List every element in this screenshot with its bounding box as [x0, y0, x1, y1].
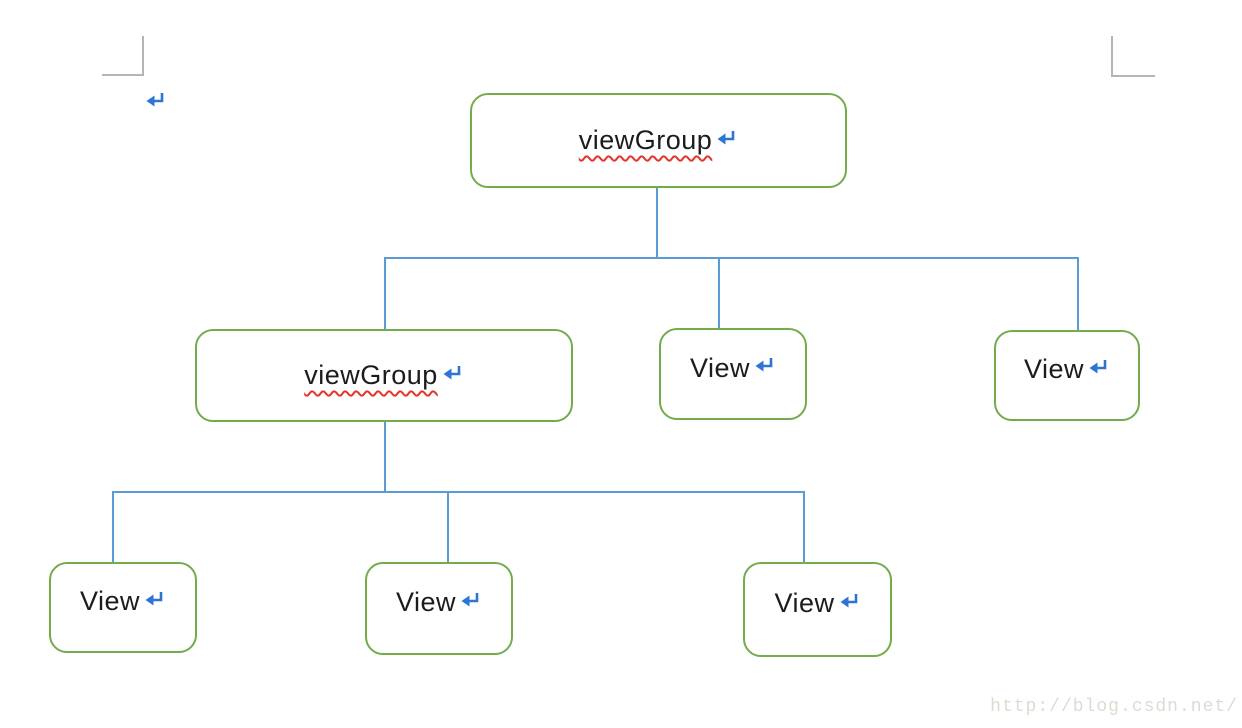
connector-root-stem — [656, 188, 658, 258]
return-arrow-icon — [442, 363, 464, 383]
diagram-node-viewgroup-root: viewGroup — [470, 93, 847, 188]
return-arrow-icon — [144, 589, 166, 609]
return-arrow-icon — [145, 90, 167, 115]
connector-viewgroup2-stem — [384, 421, 386, 492]
diagram-node-viewgroup-child: viewGroup — [195, 329, 573, 422]
return-arrow-icon — [460, 590, 482, 610]
connector-drop-leaf-right — [803, 491, 805, 563]
return-arrow-icon — [754, 355, 776, 375]
node-label: viewGroup — [578, 125, 713, 155]
node-label: viewGroup — [304, 360, 438, 390]
connector-level2-bus — [384, 257, 1079, 259]
diagram-node-view-child-mid: View — [659, 328, 807, 420]
page-corner-mark-left — [102, 74, 144, 76]
node-label: View — [774, 588, 835, 618]
page-corner-mark-right — [1111, 36, 1113, 77]
diagram-node-view-child-right: View — [994, 330, 1140, 421]
node-label: View — [689, 352, 751, 383]
diagram-node-view-leaf-left: View — [49, 562, 197, 653]
connector-level3-bus — [112, 491, 805, 493]
page-corner-mark-left — [142, 36, 144, 76]
diagram-node-view-leaf-mid: View — [365, 562, 513, 655]
connector-drop-viewgroup2 — [384, 257, 386, 330]
connector-drop-view-right — [1077, 257, 1079, 331]
return-arrow-icon — [839, 591, 861, 611]
connector-drop-leaf-mid — [447, 491, 449, 563]
connector-drop-view-mid — [718, 257, 720, 329]
return-arrow-icon — [1088, 357, 1110, 377]
node-label: View — [79, 586, 141, 616]
node-label: View — [1023, 354, 1085, 384]
return-arrow-icon — [716, 128, 738, 148]
connector-drop-leaf-left — [112, 491, 114, 563]
page-corner-mark-right — [1111, 75, 1155, 77]
diagram-node-view-leaf-right: View — [743, 562, 892, 657]
watermark-url: http://blog.csdn.net/ — [990, 697, 1238, 717]
node-label: View — [395, 587, 457, 617]
